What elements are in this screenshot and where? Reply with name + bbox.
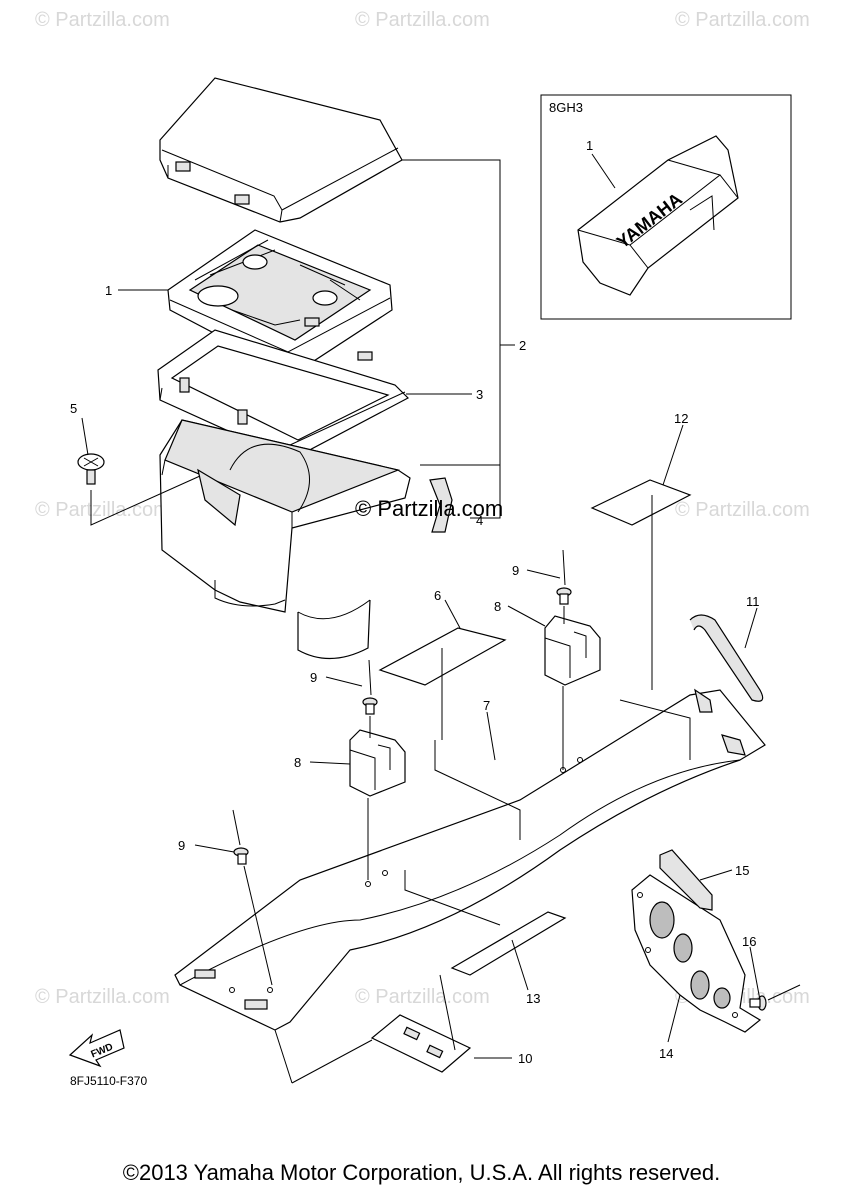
leader-13-stub <box>511 939 529 991</box>
main-watermark: © Partzilla.com <box>355 496 503 521</box>
callout-4: 4 <box>476 513 483 528</box>
callouts: 1 2 3 4 5 6 7 8 8 9 9 9 10 11 12 13 14 1… <box>70 283 760 1066</box>
storage-box-icon <box>159 419 411 660</box>
watermark: © Partzilla.com <box>35 499 170 521</box>
callout-leaders <box>81 289 761 1059</box>
clip-part-4-icon <box>429 477 453 533</box>
gasket-part-14-icon <box>631 874 762 1033</box>
pad-part-15-icon <box>659 849 713 911</box>
leader-9c <box>243 865 273 986</box>
rivet-part-9b-icon <box>556 549 572 605</box>
watermark: © Partzilla.com <box>35 986 170 1008</box>
screw-part-5-icon <box>77 453 201 526</box>
label-part-12-icon <box>590 479 692 526</box>
fwd-arrow-icon: FWD <box>68 1029 125 1068</box>
plate-part-10-icon <box>274 974 472 1084</box>
diagram-code: 8FJ5110-F370 <box>70 1074 147 1088</box>
callout-3: 3 <box>476 387 483 402</box>
watermark: © Partzilla.com <box>355 986 490 1008</box>
callout-8a: 8 <box>294 755 301 770</box>
inset-callout-1: 1 <box>586 138 593 153</box>
callout-9a: 9 <box>310 670 317 685</box>
rivet-part-16-icon <box>749 984 801 1011</box>
tool-bag-icon: YAMAHA <box>577 135 739 296</box>
bracket-part-8a-icon <box>349 729 406 797</box>
watermark: © Partzilla.com <box>355 9 490 31</box>
inset-8gh3: 8GH3 1 YAMAHA <box>540 94 792 320</box>
callout-16: 16 <box>742 934 756 949</box>
copyright-notice: ©2013 Yamaha Motor Corporation, U.S.A. A… <box>122 1160 721 1185</box>
callout-8b: 8 <box>494 599 501 614</box>
callout-9b: 9 <box>512 563 519 578</box>
callout-1: 1 <box>105 283 112 298</box>
callout-2: 2 <box>519 338 526 353</box>
label-part-13-icon <box>450 911 567 976</box>
seat-cover-icon <box>159 77 403 223</box>
cord-part-11-icon <box>689 614 764 702</box>
rivet-part-9a-icon <box>362 659 378 715</box>
inset-label: 8GH3 <box>549 100 583 115</box>
base-plate-icon <box>174 688 766 1031</box>
callout-7: 7 <box>483 698 490 713</box>
callout-12: 12 <box>674 411 688 426</box>
bracket-2 <box>400 159 515 519</box>
callout-5: 5 <box>70 401 77 416</box>
bracket-part-8b-icon <box>544 615 601 686</box>
callout-10: 10 <box>518 1051 532 1066</box>
watermark: © Partzilla.com <box>35 9 170 31</box>
watermark: © Partzilla.com <box>675 9 810 31</box>
callout-9c: 9 <box>178 838 185 853</box>
callout-14: 14 <box>659 1046 673 1061</box>
callout-13: 13 <box>526 991 540 1006</box>
callout-6: 6 <box>434 588 441 603</box>
inset-leader <box>591 153 616 189</box>
callout-11: 11 <box>746 594 760 609</box>
watermark: © Partzilla.com <box>675 499 810 521</box>
rivet-part-9c-icon <box>232 809 249 865</box>
callout-15: 15 <box>735 863 749 878</box>
inset-frame <box>540 94 792 320</box>
